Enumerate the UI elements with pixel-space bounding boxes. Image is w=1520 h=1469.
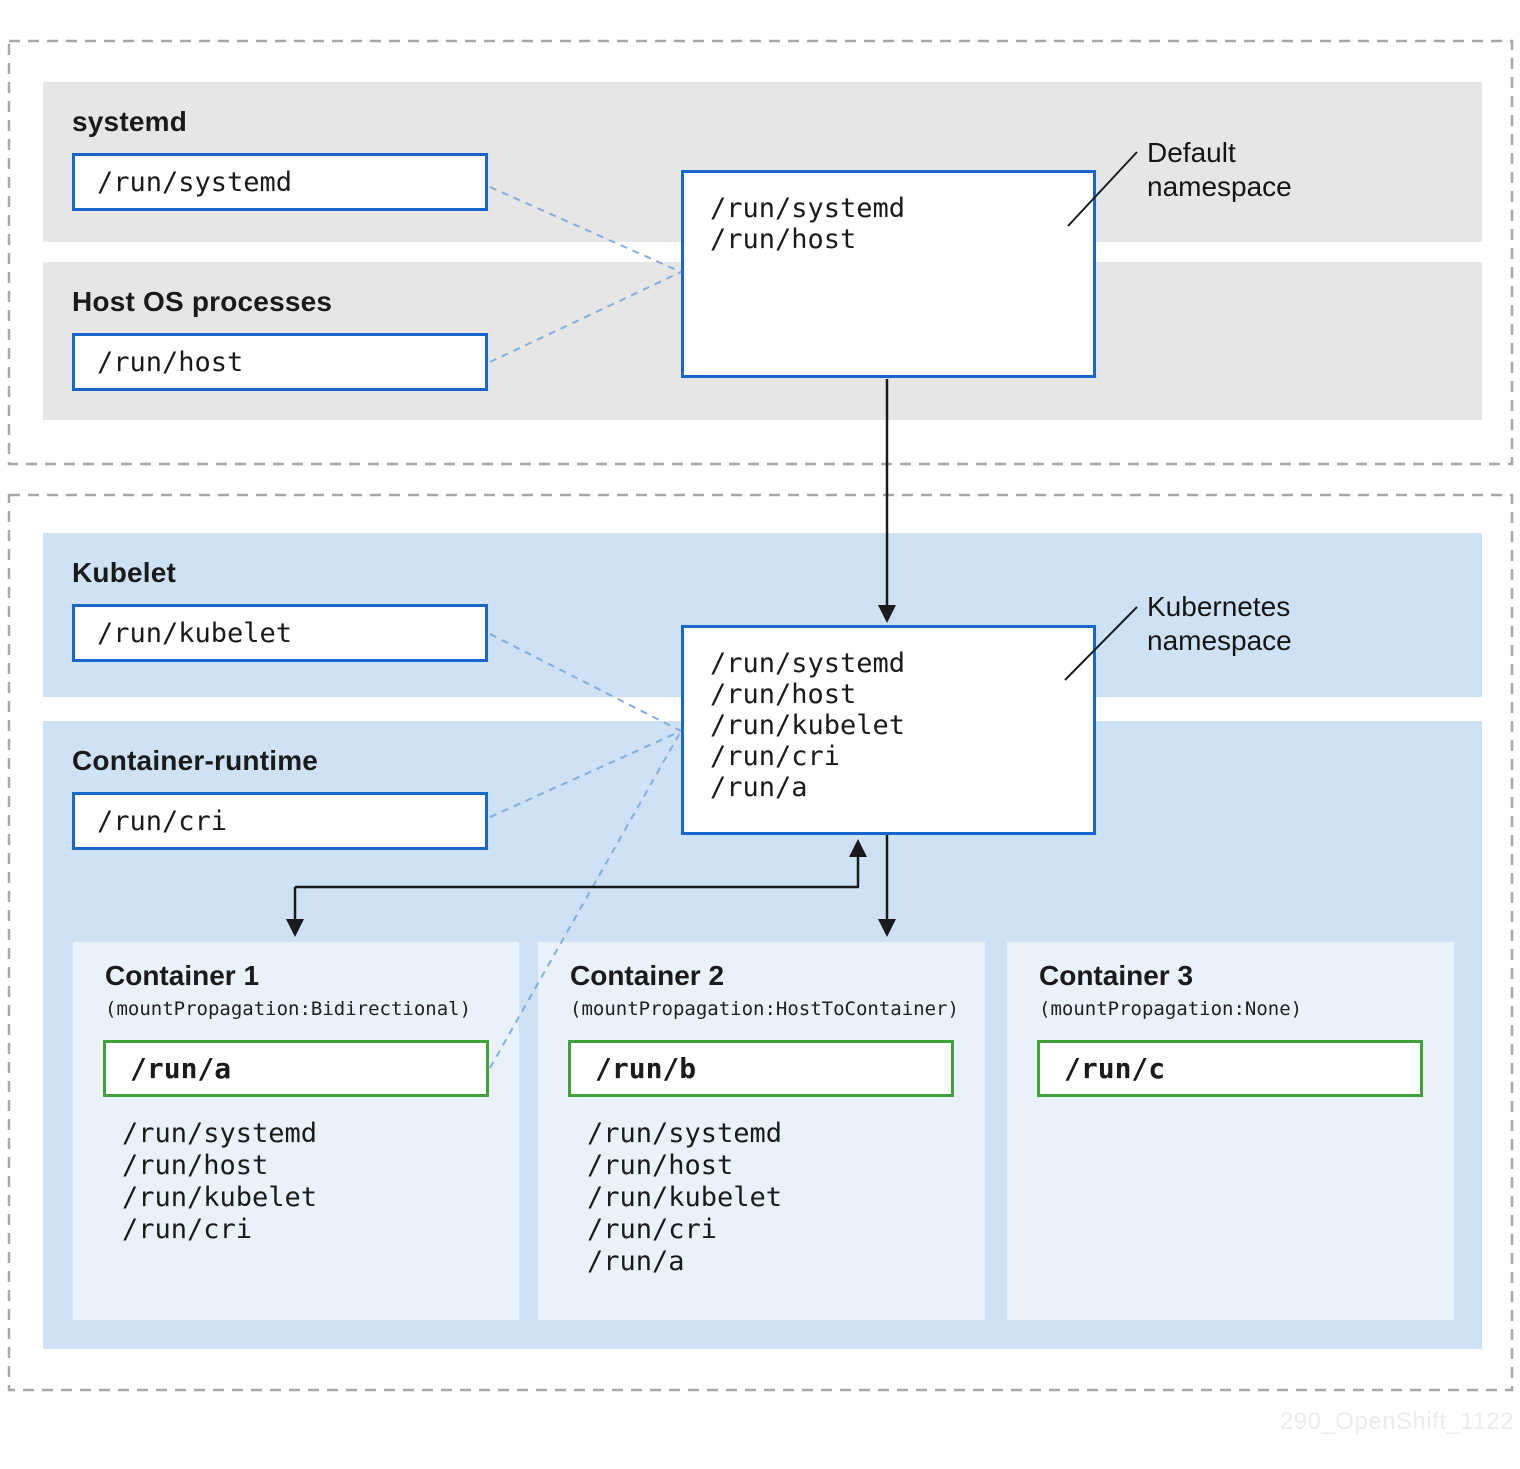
host-path-box: /run/host [72,333,488,391]
kubernetes-namespace-box: /run/systemd /run/host /run/kubelet /run… [681,625,1096,835]
container-runtime-band-label: Container-runtime [72,745,319,776]
default-namespace-box: /run/systemd /run/host [681,170,1096,378]
host-os-band-label: Host OS processes [72,286,333,317]
container-2-mount-box: /run/b [568,1040,954,1097]
systemd-band-label: systemd [72,106,188,137]
watermark: 290_OpenShift_1122 [1279,1408,1514,1435]
container-2-propagated-paths: /run/systemd /run/host /run/kubelet /run… [587,1118,783,1277]
container-3-mount-propagation: (mountPropagation:None) [1039,998,1303,1020]
container-1-propagated-paths: /run/systemd /run/host /run/kubelet /run… [122,1118,318,1245]
container-1-mount-box: /run/a [103,1040,489,1097]
systemd-path-box: /run/systemd [72,153,488,211]
kubernetes-namespace-paths: /run/systemd /run/host /run/kubelet /run… [710,648,906,803]
container-2-mount-propagation: (mountPropagation:HostToContainer) [570,998,959,1020]
kubelet-path-box: /run/kubelet [72,604,488,662]
cri-path-box: /run/cri [72,792,488,850]
container-3-mount-box: /run/c [1037,1040,1423,1097]
container-1-panel: Container 1 (mountPropagation:Bidirectio… [73,942,519,1320]
container-1-mount-propagation: (mountPropagation:Bidirectional) [105,998,472,1020]
default-namespace-paths: /run/systemd /run/host [710,193,906,255]
container-2-title: Container 2 [570,960,725,991]
container-1-title: Container 1 [105,960,260,991]
kubernetes-namespace-label: Kubernetes namespace [1147,591,1292,656]
container-2-panel: Container 2 (mountPropagation:HostToCont… [538,942,985,1320]
default-namespace-label: Default namespace [1147,137,1292,202]
container-3-title: Container 3 [1039,960,1194,991]
kubelet-band-label: Kubelet [72,557,177,588]
container-3-panel: Container 3 (mountPropagation:None) /run… [1007,942,1454,1320]
